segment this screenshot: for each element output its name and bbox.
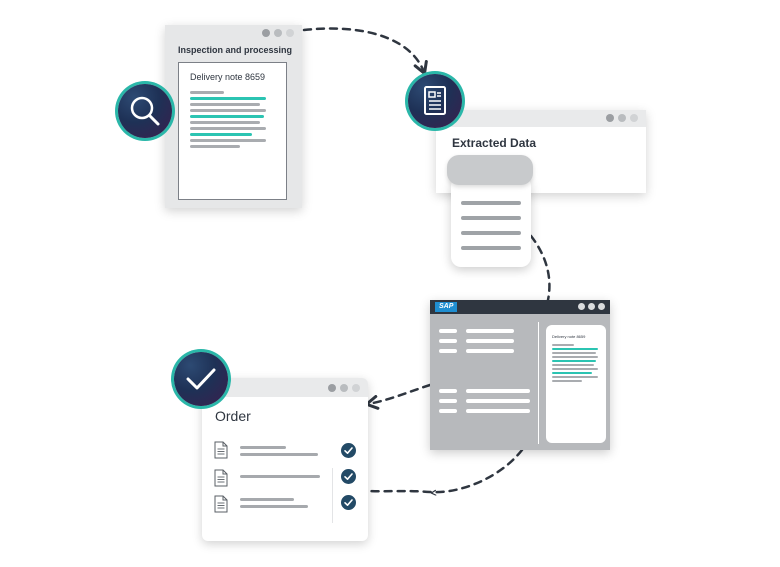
text-line — [190, 133, 252, 136]
window-dot[interactable] — [606, 114, 614, 122]
window-dot[interactable] — [618, 114, 626, 122]
connector-inspection-to-extracted — [302, 27, 428, 75]
check-circle-icon — [341, 443, 356, 458]
window-dot[interactable] — [598, 303, 605, 310]
window-dot[interactable] — [340, 384, 348, 392]
data-line — [461, 201, 521, 205]
window-dot[interactable] — [588, 303, 595, 310]
order-title: Order — [215, 408, 251, 424]
search-badge — [118, 84, 172, 138]
sap-field-label — [439, 339, 457, 343]
sap-field-value — [466, 399, 530, 403]
magnifier-icon — [130, 96, 160, 126]
inspection-window: Inspection and processing Delivery note … — [165, 25, 302, 208]
text-line — [190, 103, 260, 106]
sap-divider — [538, 322, 539, 444]
sap-doc-title: Delivery note 8659 — [552, 334, 586, 339]
order-window: Order — [202, 378, 368, 541]
document-badge — [408, 74, 462, 128]
order-row[interactable] — [214, 441, 359, 463]
file-icon — [214, 441, 228, 459]
document-icon — [424, 86, 446, 115]
sap-field-label — [439, 329, 457, 333]
text-line — [552, 348, 598, 350]
order-line — [240, 475, 320, 478]
order-scroll-divider — [332, 468, 333, 523]
text-line — [552, 364, 594, 366]
window-controls[interactable] — [578, 303, 605, 310]
connector-extracted-to-sap — [529, 234, 551, 302]
file-icon — [214, 469, 228, 487]
text-line — [552, 376, 598, 378]
window-dot[interactable] — [286, 29, 294, 37]
extracted-data-pill[interactable] — [447, 155, 533, 185]
text-line — [190, 121, 260, 124]
text-line — [552, 380, 582, 382]
data-line — [461, 216, 521, 220]
text-line — [552, 368, 598, 370]
window-dot[interactable] — [578, 303, 585, 310]
extracted-data-title: Extracted Data — [452, 136, 537, 150]
sap-field-value — [466, 329, 514, 333]
connector-order-to-sap — [366, 448, 524, 494]
window-dot[interactable] — [274, 29, 282, 37]
inspection-title: Inspection and processing — [178, 45, 293, 55]
sap-window: SAP Delivery note 8659 — [430, 300, 610, 450]
window-controls[interactable] — [606, 114, 638, 122]
sap-field-label — [439, 389, 457, 393]
delivery-note-document: Delivery note 8659 — [178, 62, 287, 200]
window-dot[interactable] — [262, 29, 270, 37]
check-badge — [174, 352, 228, 406]
text-line — [552, 344, 574, 346]
text-line — [552, 360, 596, 362]
order-row[interactable] — [214, 495, 359, 517]
text-line — [190, 109, 266, 112]
extracted-data-list-card — [451, 176, 531, 267]
order-line — [240, 446, 286, 449]
text-line — [190, 145, 240, 148]
window-dot[interactable] — [630, 114, 638, 122]
sap-field-value — [466, 409, 530, 413]
sap-field-value — [466, 339, 514, 343]
sap-field-value — [466, 349, 514, 353]
checkmark-icon — [186, 368, 216, 390]
sap-field-label — [439, 409, 457, 413]
connector-return-arrow — [430, 489, 437, 496]
text-line — [190, 127, 266, 130]
text-line — [190, 115, 264, 118]
sap-logo: SAP — [435, 302, 458, 312]
text-line — [190, 97, 266, 100]
order-line — [240, 505, 308, 508]
window-dot[interactable] — [352, 384, 360, 392]
window-titlebar — [202, 378, 368, 397]
sap-titlebar: SAP — [430, 300, 610, 314]
text-line — [190, 139, 266, 142]
delivery-note-title: Delivery note 8659 — [190, 72, 266, 82]
connector-sap-to-order — [365, 383, 432, 410]
text-line — [552, 352, 596, 354]
window-titlebar — [436, 110, 646, 127]
data-line — [461, 246, 521, 250]
text-line — [190, 91, 224, 94]
order-row[interactable] — [214, 469, 359, 491]
check-circle-icon — [341, 469, 356, 484]
window-controls[interactable] — [328, 384, 360, 392]
sap-field-label — [439, 399, 457, 403]
text-line — [552, 372, 592, 374]
window-controls[interactable] — [262, 29, 294, 37]
file-icon — [214, 495, 228, 513]
text-line — [552, 356, 598, 358]
sap-field-label — [439, 349, 457, 353]
check-circle-icon — [341, 495, 356, 510]
order-line — [240, 498, 294, 501]
order-line — [240, 453, 318, 456]
data-line — [461, 231, 521, 235]
window-dot[interactable] — [328, 384, 336, 392]
sap-field-value — [466, 389, 530, 393]
sap-document-preview: Delivery note 8659 — [546, 325, 606, 443]
